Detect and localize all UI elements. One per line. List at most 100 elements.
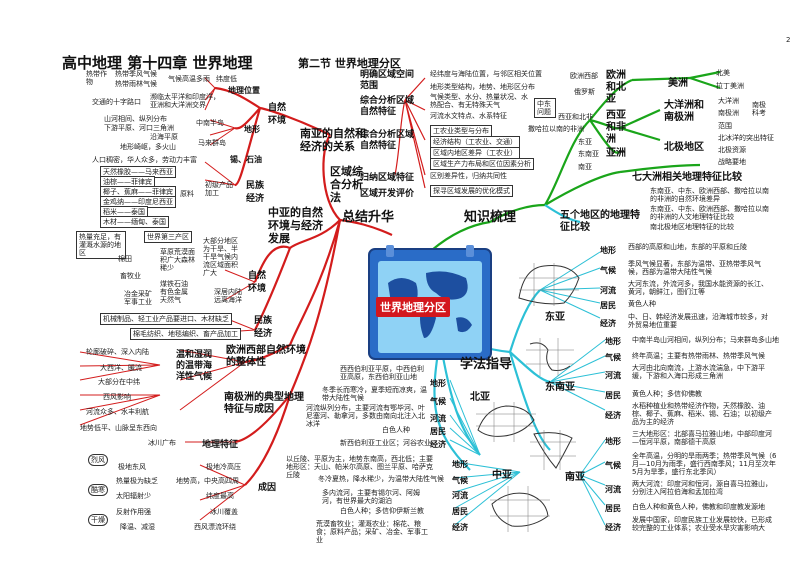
label-a5: 纬度低: [216, 75, 237, 83]
label-a27: 初级产品加工: [205, 181, 233, 197]
label-e25: 东南亚、中东、欧洲西部、撒哈拉以南的非洲的自然环境差异: [650, 187, 769, 203]
label-c3: 大部分在中纬: [98, 378, 140, 386]
label-a1: 热带作物: [86, 70, 107, 86]
label-e22: 北极资源: [718, 146, 746, 154]
branch-summary: 总结升华: [342, 210, 395, 225]
label-e7: 西亚和非洲: [606, 110, 626, 145]
label-a11: 山河相间、纵列分布: [104, 115, 167, 123]
label-c21: 西风漂流环绕: [194, 523, 236, 531]
label-g15: 气候: [452, 476, 468, 485]
green-branch-lines: [431, 70, 721, 251]
label-a25: 木材——缅甸、泰国: [100, 216, 169, 228]
label-g12: 以丘陵、平原为主，地势东南高，西北低；主要地形区：天山、帕米尔高原、图兰平原、哈…: [286, 455, 433, 479]
label-a10: 自然环境: [268, 103, 287, 126]
label-d12: 归纳区域特征: [360, 173, 415, 183]
label-f25: 气候: [605, 461, 621, 470]
label-f21: 水稻种植业和热带经济作物，天然橡胶、油棕、椰子、蕉麻、稻米、锡、石油；以初级产品…: [632, 402, 772, 426]
label-f11: 东亚: [545, 312, 565, 323]
label-d13: 区别差异性，归纳共同性: [430, 172, 507, 180]
label-a4: 气候高温多雨: [168, 75, 210, 83]
label-d16: 区域综合分析法: [330, 165, 363, 204]
label-g21: 经济: [452, 523, 468, 532]
label-c1: 轮廓破碎、深入内陆: [86, 348, 149, 356]
label-g22: 中亚: [492, 470, 512, 481]
label-a16: 地形崎岖，多火山: [120, 143, 176, 151]
label-g19: 居民: [452, 507, 468, 516]
label-a7: 濒临太平洋和印度洋，: [150, 93, 220, 101]
label-a9: 交通的十字路口: [92, 98, 141, 106]
label-c17: 纬度最高: [206, 492, 234, 500]
label-c9: 南极洲的典型地理特征与成因: [224, 392, 304, 415]
label-f5: 河流: [600, 286, 616, 295]
label-e21: 北冰洋的突出特征: [718, 134, 774, 142]
label-f1: 地形: [600, 246, 616, 255]
label-b10: 冶金采矿军事工业: [124, 290, 152, 306]
label-b1: 热量充足，有灌溉水源的地区: [76, 231, 126, 259]
label-d6: 河流水文特点、水系特征: [430, 112, 507, 120]
label-f31: 经济: [605, 523, 621, 532]
label-g8: 居民: [430, 427, 446, 436]
label-a14: 地形: [244, 125, 260, 134]
label-f33: 南亚: [565, 472, 585, 483]
label-a2: 热带季风气候: [115, 70, 157, 78]
label-d14: 区域开发评价: [360, 189, 415, 199]
blue-twig-lines: [449, 251, 606, 526]
label-f20: 经济: [605, 411, 621, 420]
label-d5: 气候类型、水分、热量状况、水热配合、有无特殊天气: [430, 93, 528, 109]
label-g7: 白色人种: [382, 426, 410, 434]
center-label: 世界地理分区: [376, 297, 450, 317]
label-g14: 冬冷夏热，降水稀少，为温带大陆性气候: [318, 475, 444, 483]
label-f30: 白色人种和黄色人种，佛教和印度教发源地: [632, 503, 765, 511]
label-f10: 中、日、韩经济发展迅速，沿海城市较多，对外贸易地位重要: [628, 313, 768, 329]
label-a18: 人口稠密，华人众多，劳动力丰富: [92, 156, 197, 164]
label-f23: 地形: [605, 437, 621, 446]
label-c23: 烈风: [88, 454, 108, 466]
label-a26: 原料: [180, 190, 194, 198]
label-f19: 黄色人种；多信仰佛教: [632, 390, 702, 398]
label-g10: 经济: [430, 440, 446, 449]
label-e16: 大洋洲: [718, 97, 739, 105]
method-lines: [394, 77, 426, 189]
southeast-asia-map-icon: [526, 338, 574, 376]
label-d7: 综合分析区域自然特征: [360, 130, 415, 151]
label-g9: 新西伯利亚工业区；河谷农业: [340, 439, 431, 447]
label-e12: 美洲: [668, 78, 688, 89]
label-e27: 南北极地区地理特征的比较: [650, 223, 734, 231]
label-b14: 中亚的自然环境与经济发展: [268, 206, 323, 245]
red-twig-lines: [79, 77, 256, 521]
label-e26: 东南亚、中东、欧洲西部、撒哈拉以南的非洲的人文地理特征比较: [650, 205, 769, 221]
label-g3: 冬季长而寒冷，夏季短而凉爽，温带大陆性气候: [322, 386, 427, 402]
label-c25: 干燥: [88, 514, 108, 526]
label-f2: 西部的高原和山地，东部的平原和丘陵: [628, 243, 747, 251]
label-b3: 棉田: [118, 255, 132, 263]
east-asia-map-icon: [518, 263, 580, 306]
label-g5: 河流纵列分布，主要河流有鄂毕河、叶尼塞河、勒拿河，多数由南向北注入北冰洋: [306, 404, 425, 428]
label-c12: 极地东风: [118, 463, 146, 471]
label-b7: 自然环境: [248, 271, 267, 294]
label-d1: 明确区域空间范围: [360, 70, 415, 91]
label-e18: 南极科考: [752, 101, 766, 117]
label-f15: 终年高温；主要有热带雨林、热带季风气候: [632, 352, 765, 360]
label-e20: 范围: [718, 122, 732, 130]
label-b6: 畜牧业: [120, 272, 141, 280]
label-c24: 酷寒: [88, 484, 108, 496]
label-g20: 荒漠畜牧业；灌溉农业：棉花、粮食；原料产品；采矿、冶金、军事工业: [316, 520, 428, 544]
label-a15: 沿海平原: [150, 133, 178, 141]
label-e19: 北极地区: [664, 142, 704, 153]
red-branch-lines: [214, 86, 393, 486]
label-c20: 降温、减湿: [120, 523, 155, 531]
label-f22: 东南亚: [545, 382, 575, 393]
label-c6: 河流众多、水丰利航: [86, 408, 149, 416]
label-f9: 经济: [600, 319, 616, 328]
label-a19: 锡、石油: [230, 155, 262, 164]
label-b5: 草原荒漠面积广大森林稀少: [160, 248, 195, 272]
label-f4: 季风气候显著，东部为温带、亚热带季风气候，西部为温带大陆性气候: [628, 260, 761, 276]
south-asia-map-icon: [530, 430, 576, 470]
page-section: 第二节 世界地理分区: [298, 57, 401, 70]
label-c22: 成因: [258, 483, 277, 493]
label-g13: 地形: [452, 460, 468, 469]
label-f13: 中南半岛山河相间，纵列分布；马来群岛多山地: [632, 336, 779, 344]
label-f16: 河流: [605, 371, 621, 380]
